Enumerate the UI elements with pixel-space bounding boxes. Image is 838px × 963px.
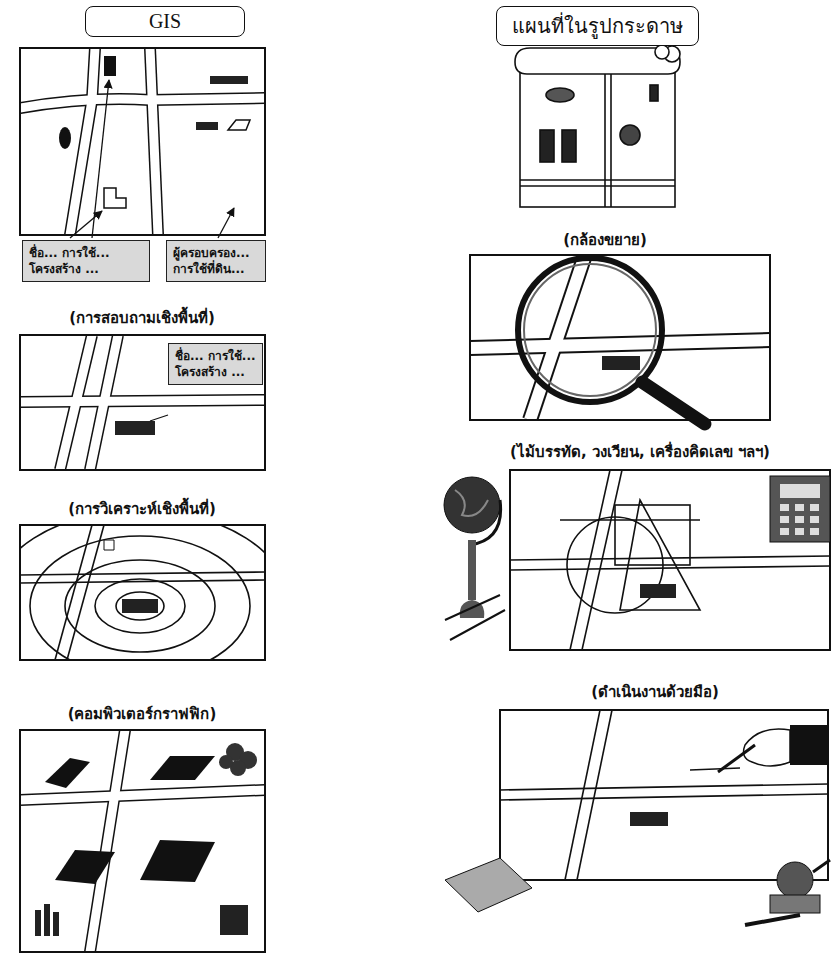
caption-label: (ไม้บรรทัด, วงเวียน, เครื่องคิดเลข ฯลฯ) [507,440,773,464]
globe-symbol [444,477,505,640]
caption-label: (คอมพิวเตอร์กราฟฟิก) [65,702,220,726]
paper-map-scroll [515,45,680,207]
popup-text: ผู้ครอบครอง... การใช้ที่ดิน... [173,245,259,277]
tablet-symbol [445,858,532,912]
query-map [20,335,265,470]
calculator-symbol [770,476,830,542]
info-popup: ชื่อ... การใช้... โครงสร้าง ... [22,240,150,282]
caption-label: (ดำเนินงานด้วยมือ) [588,680,722,704]
gis-map [20,48,265,235]
tools-map [510,470,830,650]
popup-text: ชื่อ... การใช้... โครงสร้าง ... [29,245,143,277]
graphics-map [20,730,265,952]
manual-map [500,710,828,880]
header-text: แผนที่ในรูปกระดาษ [511,10,684,42]
caption-label: (การสอบถามเชิงพื้นที่) [66,306,218,330]
caption-label: (กล้องขยาย) [560,228,650,252]
magnifier-map [470,255,770,420]
header-box: GIS [85,6,245,37]
leader-line [70,80,234,238]
sharpener-symbol [745,860,830,925]
caption-label: (การวิเคราะห์เชิงพื้นที่) [65,497,219,521]
magnifier-symbol [518,258,705,424]
popup-text: ชื่อ... การใช้... โครงสร้าง ... [175,348,256,380]
header-box: แผนที่ในรูปกระดาษ [496,6,699,46]
info-popup: ผู้ครอบครอง... การใช้ที่ดิน... [166,240,266,282]
info-popup: ชื่อ... การใช้... โครงสร้าง ... [168,343,263,385]
analysis-map [20,525,265,660]
header-text: GIS [100,10,230,33]
hand-symbol [718,725,828,772]
